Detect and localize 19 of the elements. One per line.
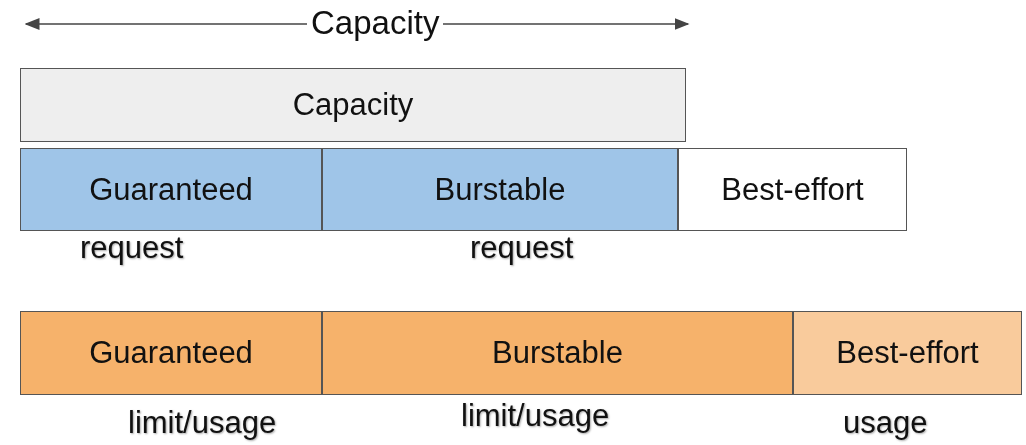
bar-label: Best-effort (721, 171, 864, 208)
caption-text: limit/usage (461, 398, 610, 434)
bar-label: Guaranteed (89, 335, 253, 371)
caption-text: limit/usage (128, 405, 277, 441)
segment-bar (322, 311, 793, 395)
caption-text: request (80, 230, 184, 266)
segment-bar (20, 311, 322, 395)
bar-label: Capacity (292, 87, 414, 123)
caption-text: request (470, 230, 574, 266)
bar-label: Burstable (434, 171, 566, 208)
segment-bar (322, 148, 678, 231)
caption-text: usage (843, 405, 928, 441)
segment-bar (793, 311, 1022, 395)
segment-bar (20, 148, 322, 231)
bar-label: Guaranteed (89, 171, 253, 208)
bar-label: Burstable (492, 335, 623, 371)
bar-label: Best-effort (836, 335, 979, 371)
segment-bar (678, 148, 907, 231)
capacity-bar (20, 68, 686, 142)
